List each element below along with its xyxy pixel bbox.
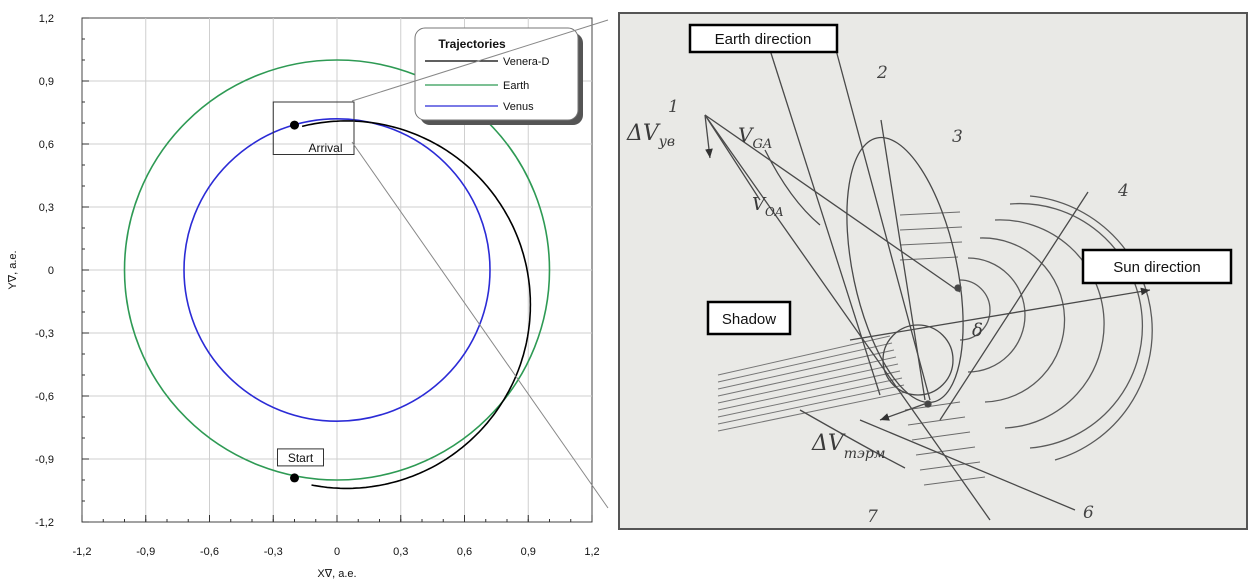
marker-layer: Start Arrival	[272, 101, 355, 483]
shadow-hatching	[717, 335, 907, 432]
x-axis-ticks: -1,2 -0,9 -0,6 -0,3 0 0,3 0,6 0,9 1,2	[73, 515, 600, 558]
y-tick-label: -0,3	[35, 328, 54, 340]
periapsis-point	[924, 400, 932, 408]
y-tick-label: 0	[48, 265, 54, 277]
start-label-box	[277, 448, 324, 467]
sun-direction-box	[1081, 248, 1233, 285]
series-venus-orbit	[183, 118, 491, 422]
x-axis-title: X∇, a.e.	[317, 568, 356, 580]
line-6	[859, 419, 1076, 511]
sun-direction-text: Sun direction	[1113, 259, 1201, 276]
y-tick-label: 0,6	[39, 139, 54, 151]
sketch-number-1: 1	[668, 97, 679, 117]
y-tick-label: 0,9	[39, 76, 54, 88]
leader-voa	[764, 149, 821, 226]
symbol-v-oa: VOA	[752, 194, 784, 219]
approach-sketch: 1 2 3 4 6 7 ΔVув VGA VOA ΔVтэрм δ Earth …	[618, 12, 1248, 530]
x-tick-label: -0,9	[136, 546, 155, 558]
sketch-number-6: 6	[1083, 503, 1094, 523]
legend-box	[414, 27, 579, 121]
x-tick-label: 1,2	[584, 546, 599, 558]
start-label: Start	[288, 451, 314, 465]
earth-direction-box	[688, 23, 839, 54]
symbol-dv-term: ΔVтэрм	[811, 431, 885, 462]
spacecraft-point	[954, 284, 962, 292]
shadow-label: Shadow	[706, 300, 792, 336]
x-tick-label: -0,3	[264, 546, 283, 558]
orbit-loop	[846, 136, 964, 404]
y-tick-label: 1,2	[39, 13, 54, 25]
vertical-hatching	[899, 211, 986, 486]
y-axis-title: Y∇, a.e.	[7, 250, 19, 289]
leader-7	[799, 409, 906, 469]
zoom-connectors	[351, 19, 609, 509]
series-venera-d-trajectory	[301, 120, 532, 490]
earth-direction-label: Earth direction	[688, 23, 839, 54]
sketch-number-2: 2	[876, 63, 888, 83]
concentric-arcs	[959, 195, 1153, 461]
legend-label-venera-d: Venera-D	[503, 56, 550, 68]
x-tick-label: 0,9	[521, 546, 536, 558]
sketch-number-4: 4	[1117, 181, 1129, 201]
start-marker	[290, 473, 299, 483]
ray-ga	[704, 114, 961, 293]
earth-direction-text: Earth direction	[715, 31, 812, 48]
x-tick-label: -1,2	[73, 546, 92, 558]
arrival-label: Arrival	[309, 141, 343, 155]
symbol-v-ga: VGA	[738, 123, 772, 152]
legend-label-venus: Venus	[503, 101, 534, 113]
sketch-number-7: 7	[867, 507, 878, 527]
zoom-box	[272, 101, 355, 155]
sun-direction-line	[849, 287, 1151, 341]
line-vertical	[880, 119, 926, 401]
ray-oa	[704, 114, 761, 201]
sun-direction-label: Sun direction	[1081, 248, 1233, 285]
y-tick-label: -1,2	[35, 517, 54, 529]
planet-circle	[882, 324, 954, 396]
zoom-connector-lower	[351, 141, 609, 509]
sketch-number-3: 3	[952, 127, 963, 147]
series-earth-orbit	[123, 59, 551, 481]
symbol-dv-ub: ΔVув	[626, 121, 675, 150]
x-tick-label: 0,3	[393, 546, 408, 558]
legend: Trajectories Venera-D Earth Venus	[414, 27, 583, 125]
line-4	[939, 191, 1089, 421]
symbol-delta: δ	[972, 320, 983, 341]
legend-title: Trajectories	[438, 37, 506, 51]
series-layer	[123, 59, 551, 490]
y-axis-ticks: 1,2 0,9 0,6 0,3 0 -0,3 -0,6 -0,9 -1,2	[35, 13, 89, 529]
zoom-connector-upper	[351, 19, 609, 102]
trajectory-chart: -1,2 -0,9 -0,6 -0,3 0 0,3 0,6 0,9 1,2 1,2 0,9 0,6 0…	[7, 13, 600, 580]
x-tick-label: 0	[334, 546, 340, 558]
shadow-text: Shadow	[722, 311, 776, 328]
ray-main	[704, 114, 991, 521]
shadow-box	[706, 300, 792, 336]
y-tick-label: -0,6	[35, 391, 54, 403]
x-tick-label: 0,6	[457, 546, 472, 558]
y-tick-label: 0,3	[39, 202, 54, 214]
line-2	[835, 49, 931, 401]
y-tick-label: -0,9	[35, 454, 54, 466]
legend-label-earth: Earth	[503, 80, 529, 92]
dv-term-arrow	[879, 401, 931, 421]
arrival-marker	[290, 120, 299, 130]
dv-ub-arrow	[704, 114, 713, 159]
x-tick-label: -0,6	[200, 546, 219, 558]
